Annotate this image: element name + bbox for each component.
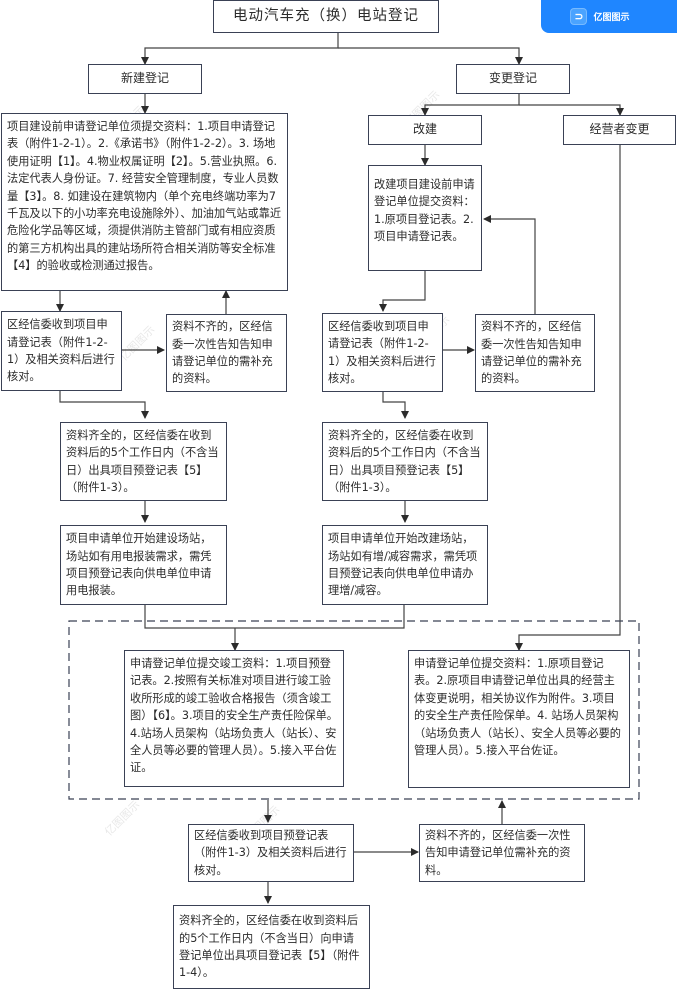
rebuild-node[interactable]: 改建	[368, 115, 482, 145]
connector-title-change	[338, 47, 523, 65]
new-review-node[interactable]: 区经信委收到项目申请登记表（附件1-2-1）及相关资料后进行核对。	[1, 311, 122, 391]
operator-change-node[interactable]: 经营者变更	[563, 115, 676, 145]
connector-rebuild-review	[379, 270, 426, 312]
connector-rebuild-to-complete	[382, 390, 409, 419]
rebuild-incomplete-node[interactable]: 资料不齐的，区经信委一次性告知告知申请登记单位的需补充的资料。	[475, 314, 595, 392]
final-complete-node[interactable]: 资料齐全的，区经信委在收到资料后的5个工作日内（不含当日）向申请登记单位出具项目…	[173, 905, 370, 989]
rebuild-materials-node[interactable]: 改建项目建设前申请登记单位提交资料：1.原项目登记表。2.项目申请登记表。	[368, 165, 482, 271]
connector-new-to-complete	[59, 390, 149, 419]
connector-rebuild-incomplete-back	[483, 215, 536, 314]
rebuild-complete-node[interactable]: 资料齐全的，区经信委在收到资料后的5个工作日内（不含当日）出具项目预登记表【5】…	[322, 422, 488, 501]
title-node[interactable]: 电动汽车充（换）电站登记	[213, 0, 439, 33]
new-incomplete-node[interactable]: 资料不齐的，区经信委一次性告知告知申请登记单位的需补充的资料。	[166, 314, 287, 392]
watermark: 亿图图示	[102, 798, 143, 839]
final-review-node[interactable]: 区经信委收到项目预登记表（附件1-3）及相关资料后进行核对。	[188, 824, 354, 882]
change-registration-node[interactable]: 变更登记	[456, 64, 570, 94]
connector-operator-materials	[515, 143, 621, 651]
brand-label: 亿图图示	[593, 13, 630, 23]
watermark: 亿图图示	[117, 323, 158, 364]
brand-badge[interactable]: ⊃ 亿图图示	[541, 0, 677, 33]
connector-title-split	[141, 33, 339, 65]
new-construct-node[interactable]: 项目申请单位开始建设场站，场站如有用电报装需求，需凭项目预登记表向供电单位申请用…	[60, 525, 227, 605]
connector-change-split	[421, 93, 520, 116]
final-incomplete-node[interactable]: 资料不齐的，区经信委一次性告知申请登记单位需补充的资料。	[419, 824, 585, 882]
new-materials-node[interactable]: 项目建设前申请登记单位须提交资料：1.项目申请登记表（附件1-2-1）。2.《承…	[1, 113, 288, 291]
new-complete-node[interactable]: 资料齐全的，区经信委在收到资料后的5个工作日内（不含当日）出具项目预登记表【5】…	[60, 422, 227, 501]
connector-constructs-merge	[144, 605, 405, 629]
operator-materials-node[interactable]: 申请登记单位提交资料：1.原项目登记表。2.原项目申请登记单位出具的经营主体变更…	[408, 650, 630, 788]
connector-change-operator	[519, 104, 624, 116]
rebuild-review-node[interactable]: 区经信委收到项目申请登记表（附件1-2-1）及相关资料后进行核对。	[322, 313, 443, 392]
rebuild-construct-node[interactable]: 项目申请单位开始改建场站，场站如有增/减容需求，需凭项目预登记表向供电单位申请办…	[322, 525, 488, 605]
edraw-logo-icon: ⊃	[570, 8, 588, 25]
new-registration-node[interactable]: 新建登记	[88, 64, 202, 94]
completion-materials-node[interactable]: 申请登记单位提交竣工资料：1.项目预登记表。2.按照有关标准对项目进行竣工验收所…	[124, 650, 344, 787]
